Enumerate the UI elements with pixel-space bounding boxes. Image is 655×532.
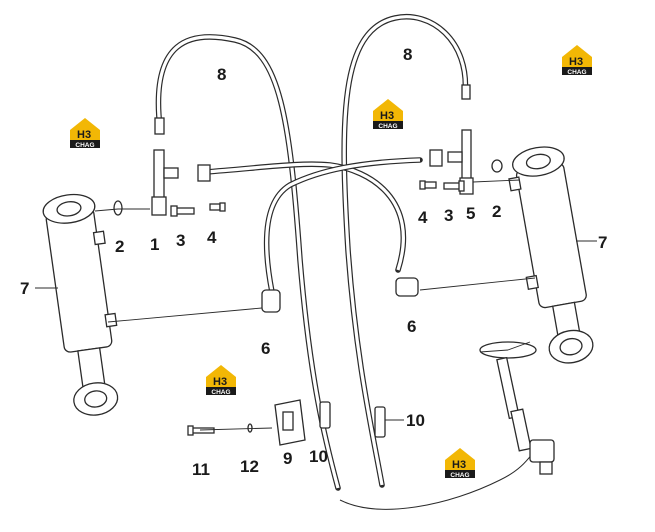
hose-8-right	[341, 13, 469, 488]
callout-1: 1	[150, 235, 159, 254]
logo-brand: CHAG	[211, 389, 230, 396]
hose-6-left	[202, 161, 407, 273]
callout-6-right: 6	[407, 317, 416, 336]
hose-return-line	[339, 444, 541, 510]
logo-brand: CHAG	[378, 123, 397, 130]
fitting-tee-1	[151, 117, 211, 216]
callout-7-left: 7	[20, 279, 29, 298]
washer-2-left	[113, 200, 123, 216]
logo-letters: H3	[77, 129, 91, 141]
callout-4-right: 4	[418, 208, 428, 227]
callout-10-right: 10	[406, 411, 425, 430]
callout-3-right: 3	[444, 206, 453, 225]
callout-2-left: 2	[115, 237, 124, 256]
logo-brand: CHAG	[75, 142, 94, 149]
elbow-6-left	[261, 289, 281, 313]
bolt-4-left	[209, 202, 226, 212]
bolt-3-left	[170, 205, 195, 217]
bolt-11	[187, 425, 215, 436]
bracket-10-right	[374, 406, 386, 438]
bracket-10-left	[319, 401, 331, 429]
logo-letters: H3	[213, 376, 227, 388]
callout-5: 5	[466, 204, 475, 223]
logo-letters: H3	[452, 459, 466, 471]
clamp-9	[274, 399, 306, 446]
fitting-tee-5	[429, 84, 474, 195]
callout-8-right: 8	[403, 45, 412, 64]
callout-11: 11	[192, 460, 210, 479]
callout-7-right: 7	[598, 233, 607, 252]
washer-12	[247, 423, 253, 433]
bolt-3-right	[443, 180, 465, 192]
logo-letters: H3	[569, 56, 583, 68]
callout-9: 9	[283, 449, 292, 468]
cylinder-7-left	[42, 193, 119, 416]
bolt-4-right	[419, 180, 437, 190]
hose-8-left	[155, 34, 341, 491]
logo-brand: CHAG	[450, 472, 469, 479]
washer-2-right	[491, 159, 503, 173]
leader-lines	[35, 179, 597, 431]
callout-4-left: 4	[207, 228, 217, 247]
callout-3-left: 3	[176, 231, 185, 250]
callout-2-right: 2	[492, 202, 501, 221]
hose-6-right	[263, 157, 423, 295]
steering-unit	[479, 341, 555, 475]
callout-8-left: 8	[217, 65, 226, 84]
logo-letters: H3	[380, 110, 394, 122]
callout-10-left: 10	[309, 447, 328, 466]
elbow-6-right	[395, 277, 419, 297]
callout-6-left: 6	[261, 339, 270, 358]
callout-12: 12	[240, 457, 259, 476]
logo-brand: CHAG	[567, 69, 586, 76]
cylinder-7-right	[508, 146, 594, 364]
